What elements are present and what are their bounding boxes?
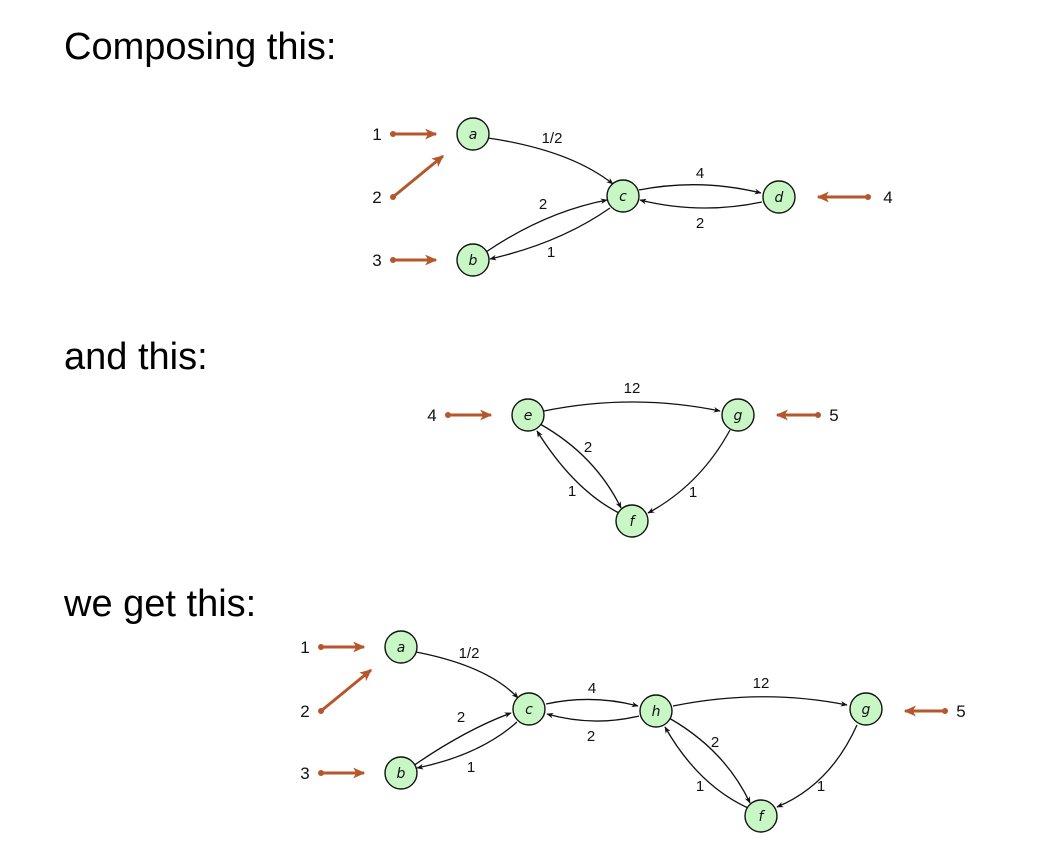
port-g2-5: 5 <box>775 406 839 425</box>
port3-3-label: 3 <box>300 764 309 783</box>
edge-g-f <box>647 429 731 514</box>
edge-f-e-label: 1 <box>568 483 576 500</box>
node3-f-label: f <box>759 809 766 825</box>
edge3-c-b <box>416 721 518 770</box>
port-2-arrow <box>392 154 444 199</box>
node-d: d <box>762 180 796 214</box>
edge-a-c-label: 1/2 <box>542 130 563 147</box>
heading-and-this: and this: <box>64 336 208 378</box>
edge-g-f-label: 1 <box>689 484 697 501</box>
port-g2-5-label: 5 <box>829 406 838 425</box>
node3-a: a <box>384 630 418 664</box>
node3-g: g <box>849 692 883 726</box>
graph-1: 1/2 4 2 2 1 1 2 3 4 <box>372 117 893 277</box>
edge-e-g <box>543 401 721 413</box>
node3-f: f <box>744 799 778 833</box>
edge3-h-f <box>668 717 751 804</box>
edge-c-b-label: 1 <box>547 244 555 261</box>
edge3-b-c <box>412 712 512 767</box>
edge3-a-c-label: 1/2 <box>459 645 480 662</box>
edge3-c-h-label: 4 <box>588 680 596 697</box>
node-a: a <box>456 117 490 151</box>
edge-c-d <box>638 184 762 195</box>
port-4-label: 4 <box>883 188 892 207</box>
edge-c-b <box>489 207 611 261</box>
port-1: 1 <box>372 125 438 144</box>
port-3-label: 3 <box>372 251 381 270</box>
edge3-b-c-label: 2 <box>457 709 465 726</box>
edge3-g-f <box>776 724 858 808</box>
port-2: 2 <box>372 154 444 207</box>
node-b: b <box>456 243 490 277</box>
port-4: 4 <box>816 188 893 207</box>
edge3-c-b-label: 1 <box>467 759 475 776</box>
port-g2-4: 4 <box>427 406 493 425</box>
node3-b: b <box>384 756 418 790</box>
node3-h: h <box>639 694 673 728</box>
port3-1: 1 <box>300 638 366 657</box>
edge-b-c <box>485 198 608 253</box>
node-g: g <box>721 398 755 432</box>
node-d-label: d <box>775 190 784 206</box>
edge3-f-h <box>664 726 749 809</box>
graph-3: 1/2 2 1 4 2 12 2 1 1 1 2 3 <box>300 630 966 833</box>
port3-3: 3 <box>300 764 366 783</box>
node-e: e <box>511 398 545 432</box>
edge3-g-f-label: 1 <box>817 778 825 795</box>
port-g2-4-label: 4 <box>427 406 436 425</box>
edge-b-c-label: 2 <box>539 196 547 213</box>
port3-1-label: 1 <box>300 638 309 657</box>
edge3-h-f-label: 2 <box>711 734 719 751</box>
port3-5: 5 <box>903 702 966 721</box>
node-f: f <box>615 504 649 538</box>
node3-h-label: h <box>652 704 661 720</box>
port3-2-arrow <box>320 668 372 713</box>
edge3-h-g-label: 12 <box>753 675 770 692</box>
edge-e-f <box>539 423 622 509</box>
node3-c-label: c <box>525 702 533 718</box>
edge3-a-c <box>415 651 519 699</box>
edge-e-f-label: 2 <box>584 439 592 456</box>
port-1-label: 1 <box>372 125 381 144</box>
edge3-h-g <box>672 696 848 707</box>
node-g-label: g <box>734 408 743 424</box>
node-b-label: b <box>469 253 478 269</box>
port3-2-label: 2 <box>300 702 309 721</box>
port-2-label: 2 <box>372 188 381 207</box>
node-c: c <box>606 179 640 213</box>
node3-b-label: b <box>397 766 406 782</box>
port3-5-label: 5 <box>956 702 965 721</box>
edge3-h-c <box>546 713 640 722</box>
graph-2: 12 2 1 1 4 5 e g f <box>427 380 839 538</box>
edge3-h-c-label: 2 <box>587 728 595 745</box>
node-f-label: f <box>630 514 637 530</box>
edge-d-c-label: 2 <box>696 215 704 232</box>
edge-a-c <box>487 137 614 185</box>
node3-c: c <box>512 692 546 726</box>
edge-d-c <box>639 198 763 209</box>
node3-g-label: g <box>862 702 871 718</box>
edge3-c-h <box>545 698 639 708</box>
port3-2: 2 <box>300 668 372 721</box>
node-e-label: e <box>524 408 533 424</box>
edge-e-g-label: 12 <box>624 380 641 397</box>
node-c-label: c <box>619 189 627 205</box>
node-a-label: a <box>469 127 478 143</box>
node3-a-label: a <box>397 640 406 656</box>
edge-f-e <box>536 430 620 514</box>
heading-we-get-this: we get this: <box>64 583 257 625</box>
edge-c-d-label: 4 <box>696 165 704 182</box>
port-3: 3 <box>372 251 438 270</box>
edge3-f-h-label: 1 <box>696 778 704 795</box>
heading-composing: Composing this: <box>64 26 337 68</box>
